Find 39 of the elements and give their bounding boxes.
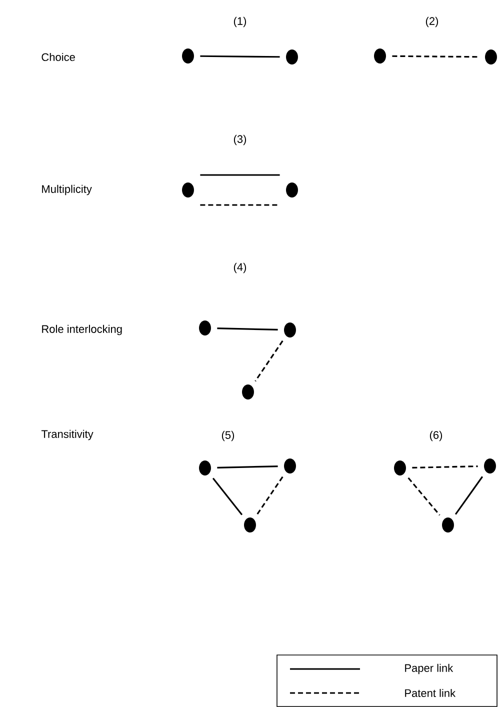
dot — [286, 182, 298, 198]
link-line — [256, 476, 284, 515]
dot — [199, 460, 211, 476]
link-line — [200, 174, 280, 176]
label: Role interlocking — [42, 324, 122, 336]
dot — [182, 48, 194, 64]
dot — [286, 50, 298, 64]
link-line — [392, 55, 479, 58]
label: Transitivity — [41, 430, 94, 440]
link-line — [408, 477, 440, 516]
legend-label: Paper link — [405, 664, 454, 674]
label: (4) — [234, 262, 246, 274]
label: (1) — [234, 16, 246, 28]
dot — [199, 320, 211, 336]
dot — [485, 50, 497, 64]
dot — [374, 48, 386, 64]
dot — [182, 182, 194, 198]
dot — [244, 518, 256, 532]
link-line — [412, 465, 478, 469]
link-line — [200, 55, 280, 58]
link-line — [254, 340, 284, 382]
dot — [284, 458, 296, 474]
label: Multiplicity — [42, 184, 92, 196]
label: Choice — [42, 52, 75, 62]
link-line — [200, 204, 280, 206]
dot — [394, 460, 406, 476]
link-line — [212, 478, 243, 516]
label: (2) — [426, 16, 438, 28]
label: (6) — [430, 430, 442, 442]
link-line — [454, 476, 484, 515]
dot — [442, 518, 454, 532]
dot — [242, 384, 254, 400]
label: (5) — [222, 430, 234, 442]
dot — [284, 322, 296, 338]
dot — [484, 458, 496, 474]
link-line — [217, 327, 278, 330]
label: (3) — [234, 134, 246, 146]
link-line — [217, 465, 278, 468]
legend-label: Patent link — [405, 688, 456, 698]
